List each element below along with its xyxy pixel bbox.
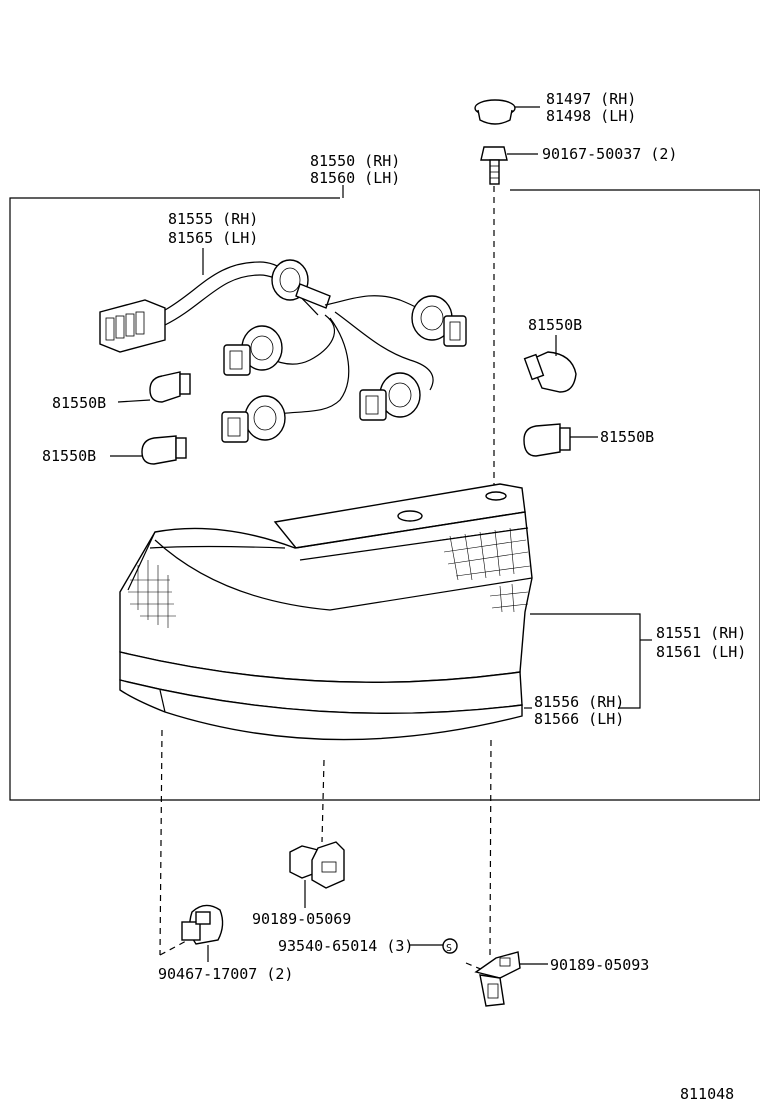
assembly-frame — [9, 189, 760, 801]
cap-label-rh: 81497 (RH) — [546, 90, 636, 108]
clip-center-label: 90189-05069 — [252, 910, 351, 928]
wiring-label-lh: 81565 (LH) — [168, 229, 258, 247]
socket-right-top — [411, 295, 467, 347]
wiring-label-rh: 81555 (RH) — [168, 210, 258, 228]
clip-right-label: 90189-05093 — [550, 956, 649, 974]
bulb-upper-right-label: 81550B — [528, 316, 582, 334]
figure-number: 811048 — [680, 1085, 734, 1103]
bulb-upper-left — [149, 371, 191, 403]
lens-lower-label-rh: 81556 (RH) — [534, 693, 624, 711]
bulb-lower-left — [141, 435, 187, 465]
wiring-harness — [99, 259, 467, 443]
bulb-lower-right-label: 81550B — [600, 428, 654, 446]
socket-left-mid — [223, 325, 283, 376]
dash-line-center — [321, 759, 325, 843]
clip-right-part — [474, 951, 521, 1007]
grommet-label: 93540-65014 (3) — [278, 937, 413, 955]
svg-text:S: S — [446, 943, 452, 954]
cap-part — [474, 99, 516, 125]
lens-hatch-left — [128, 560, 176, 628]
bulb-lower-right — [523, 423, 571, 457]
bulb-upper-right — [523, 351, 577, 393]
lamp-assy-label-rh: 81550 (RH) — [310, 152, 400, 170]
nut-label: 90467-17007 (2) — [158, 965, 293, 983]
socket-top — [271, 259, 331, 309]
dash-line-left — [159, 729, 163, 956]
lens-label-rh: 81551 (RH) — [656, 624, 746, 642]
lens-lower-label-lh: 81566 (LH) — [534, 710, 624, 728]
nut-part — [181, 904, 224, 945]
screw-part — [480, 146, 508, 185]
screw-label: 90167-50037 (2) — [542, 145, 677, 163]
bulb-lower-left-label: 81550B — [42, 447, 96, 465]
lamp-housing — [119, 483, 533, 741]
cap-label-lh: 81498 (LH) — [546, 107, 636, 125]
bulb-upper-left-label: 81550B — [52, 394, 106, 412]
grommet-icon: S — [442, 938, 458, 954]
lens-label-lh: 81561 (LH) — [656, 643, 746, 661]
lamp-assy-label-lh: 81560 (LH) — [310, 169, 400, 187]
socket-right-lower — [359, 372, 421, 421]
socket-left-lower — [221, 395, 286, 443]
lens-hatch-right — [439, 527, 531, 613]
dash-line-right — [489, 739, 492, 956]
clip-center-part — [289, 841, 345, 889]
